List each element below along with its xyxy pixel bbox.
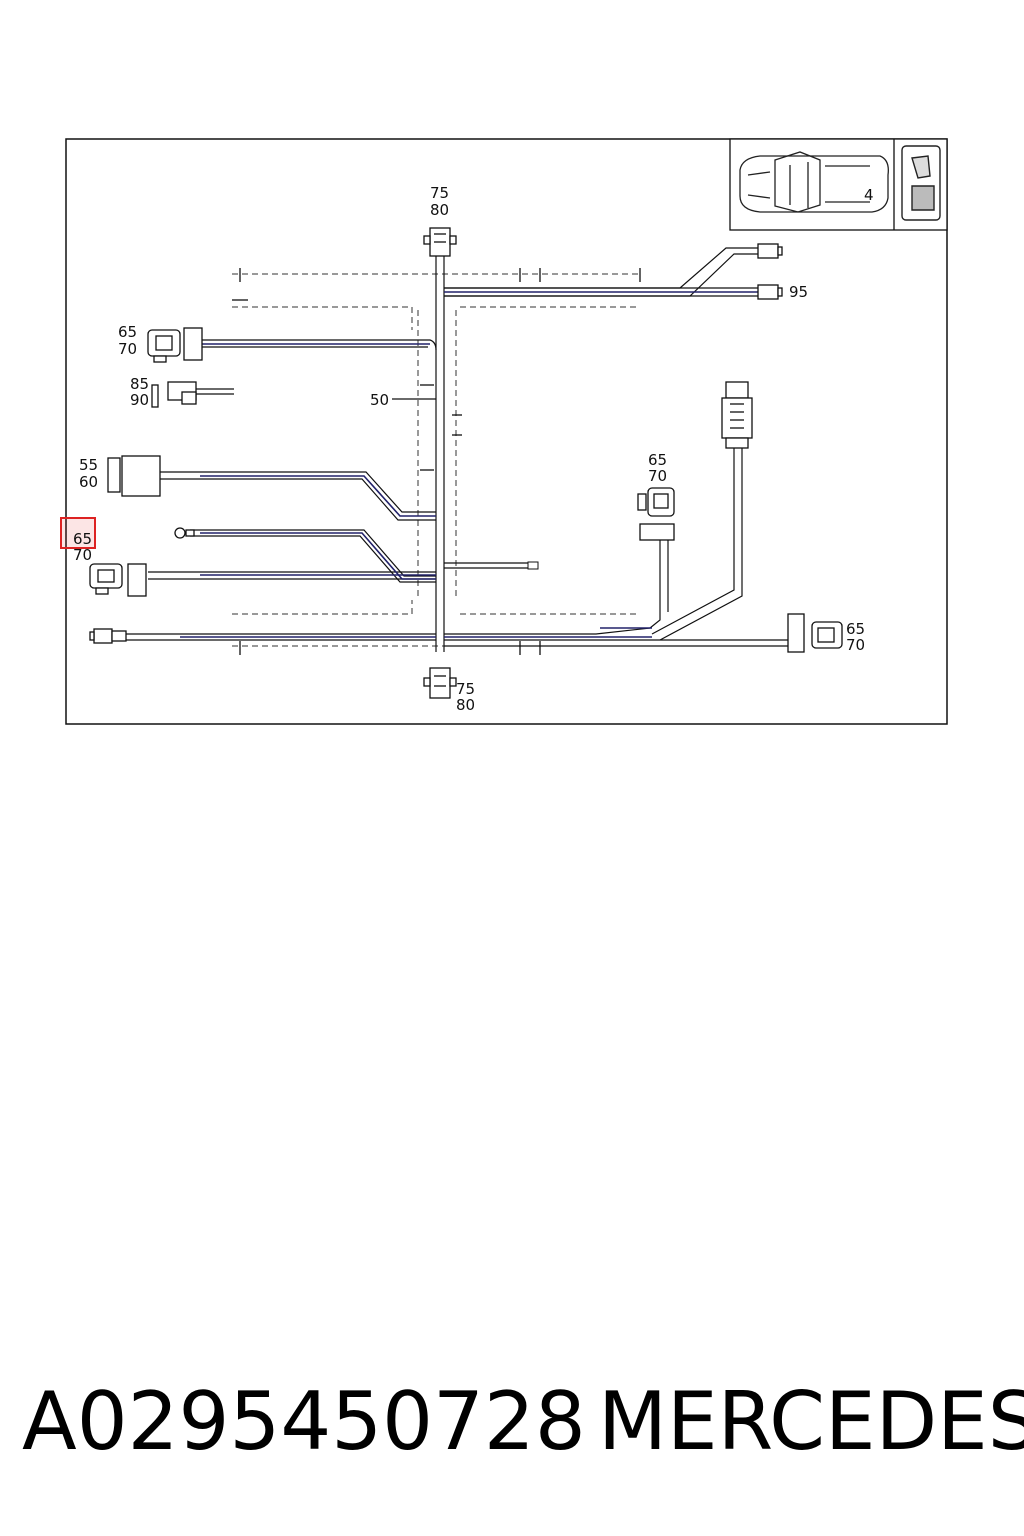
label-bottom-75: 75 (456, 680, 475, 698)
label-90: 90 (130, 391, 149, 409)
bottom-left-plug[interactable] (89, 628, 127, 644)
label-left-upper-65: 65 (118, 323, 137, 341)
label-55: 55 (79, 456, 98, 474)
label-highlight-65: 65 (73, 530, 92, 548)
label-right-65: 65 (846, 620, 865, 638)
label-top-80: 80 (430, 201, 449, 219)
left-upper-connector[interactable] (147, 327, 203, 363)
wiring-harness-diagram: 4 (60, 138, 948, 725)
label-50: 50 (370, 391, 389, 409)
harness-wires (126, 247, 790, 652)
label-85: 85 (130, 375, 149, 393)
right-95-plug[interactable] (757, 284, 783, 300)
label-bottom-80: 80 (456, 696, 475, 714)
left-lower-connector[interactable] (89, 563, 147, 597)
right-top-plug[interactable] (757, 243, 783, 259)
seat-switch-icon (901, 145, 941, 221)
label-left-upper-70: 70 (118, 340, 137, 358)
diagram-frame (65, 138, 948, 725)
top-connector[interactable] (423, 227, 457, 257)
location-thumbnail: 4 (729, 138, 948, 231)
label-left-lower-70: 70 (73, 546, 92, 564)
label-center-70: 70 (648, 467, 667, 485)
seat-side-mark: 4 (864, 186, 874, 204)
ring-terminal[interactable] (174, 527, 195, 539)
left-small-connector[interactable] (151, 381, 234, 408)
center-right-connector[interactable] (637, 487, 675, 541)
car-icon (739, 151, 889, 213)
trunk-stub-end (527, 561, 539, 570)
right-bottom-connector[interactable] (787, 613, 843, 653)
label-95: 95 (789, 283, 808, 301)
highlight-box (60, 517, 96, 549)
label-right-70: 70 (846, 636, 865, 654)
left-mid-connector[interactable] (107, 455, 161, 497)
label-top-75: 75 (430, 184, 449, 202)
brand-name: MERCEDES (598, 1375, 1024, 1468)
bottom-connector[interactable] (423, 667, 457, 699)
harness-blue-wires (180, 291, 760, 638)
label-center-65: 65 (648, 451, 667, 469)
tick-marks (232, 268, 641, 655)
label-60: 60 (79, 473, 98, 491)
tall-connector[interactable] (721, 381, 753, 449)
part-number: A0295450728 (22, 1375, 586, 1468)
